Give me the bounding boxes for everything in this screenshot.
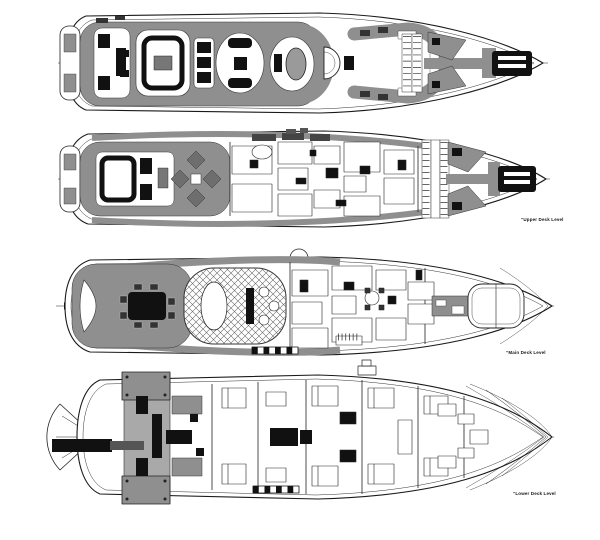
sun-deck-bow-seating <box>424 31 494 95</box>
main-deck-fore-passage <box>431 295 473 317</box>
sun-deck-dome <box>323 46 354 80</box>
upper-deck-tender <box>488 162 536 196</box>
scale-bar-main <box>251 346 299 355</box>
main-deck-lattice-pool-area <box>183 267 287 345</box>
lower-deck-vent-hatch <box>357 359 377 376</box>
main-deck-aft-dining <box>71 263 193 349</box>
lower-deck-plan <box>46 359 554 505</box>
lower-deck-passerelle <box>52 439 144 452</box>
upper-deck-bow-seating <box>446 141 498 217</box>
upper-deck-plan <box>58 128 550 228</box>
main-deck-label: “Main Deck Level <box>506 350 546 355</box>
upper-deck-interior <box>229 141 419 217</box>
lower-deck-bow-frames <box>465 385 549 489</box>
main-deck-plan <box>56 248 554 356</box>
main-deck-bow-sunpad <box>467 267 549 345</box>
lower-deck-label: “Lower Deck Level <box>513 491 556 496</box>
scale-bar-lower <box>252 485 300 494</box>
sun-deck-tender-crane <box>482 48 532 78</box>
upper-deck-stern-platform <box>59 145 81 213</box>
upper-deck-label: “Upper Deck Level <box>521 217 564 222</box>
lower-deck-garage-band <box>121 371 171 505</box>
upper-deck-skylights <box>252 128 330 141</box>
lower-deck-cabins <box>211 380 489 494</box>
sun-deck-plan <box>58 12 548 114</box>
lower-deck-engine-room <box>136 395 204 477</box>
upper-deck-aft-lounge <box>79 141 231 217</box>
sun-deck-foredeck-ladders <box>401 33 423 93</box>
sun-deck-stern-platform <box>59 25 81 101</box>
upper-deck-foredeck-ladders <box>421 139 450 219</box>
sun-deck-aft-lounge <box>79 16 334 107</box>
lower-deck-center-machinery <box>270 428 312 446</box>
main-deck-interior <box>289 262 435 350</box>
